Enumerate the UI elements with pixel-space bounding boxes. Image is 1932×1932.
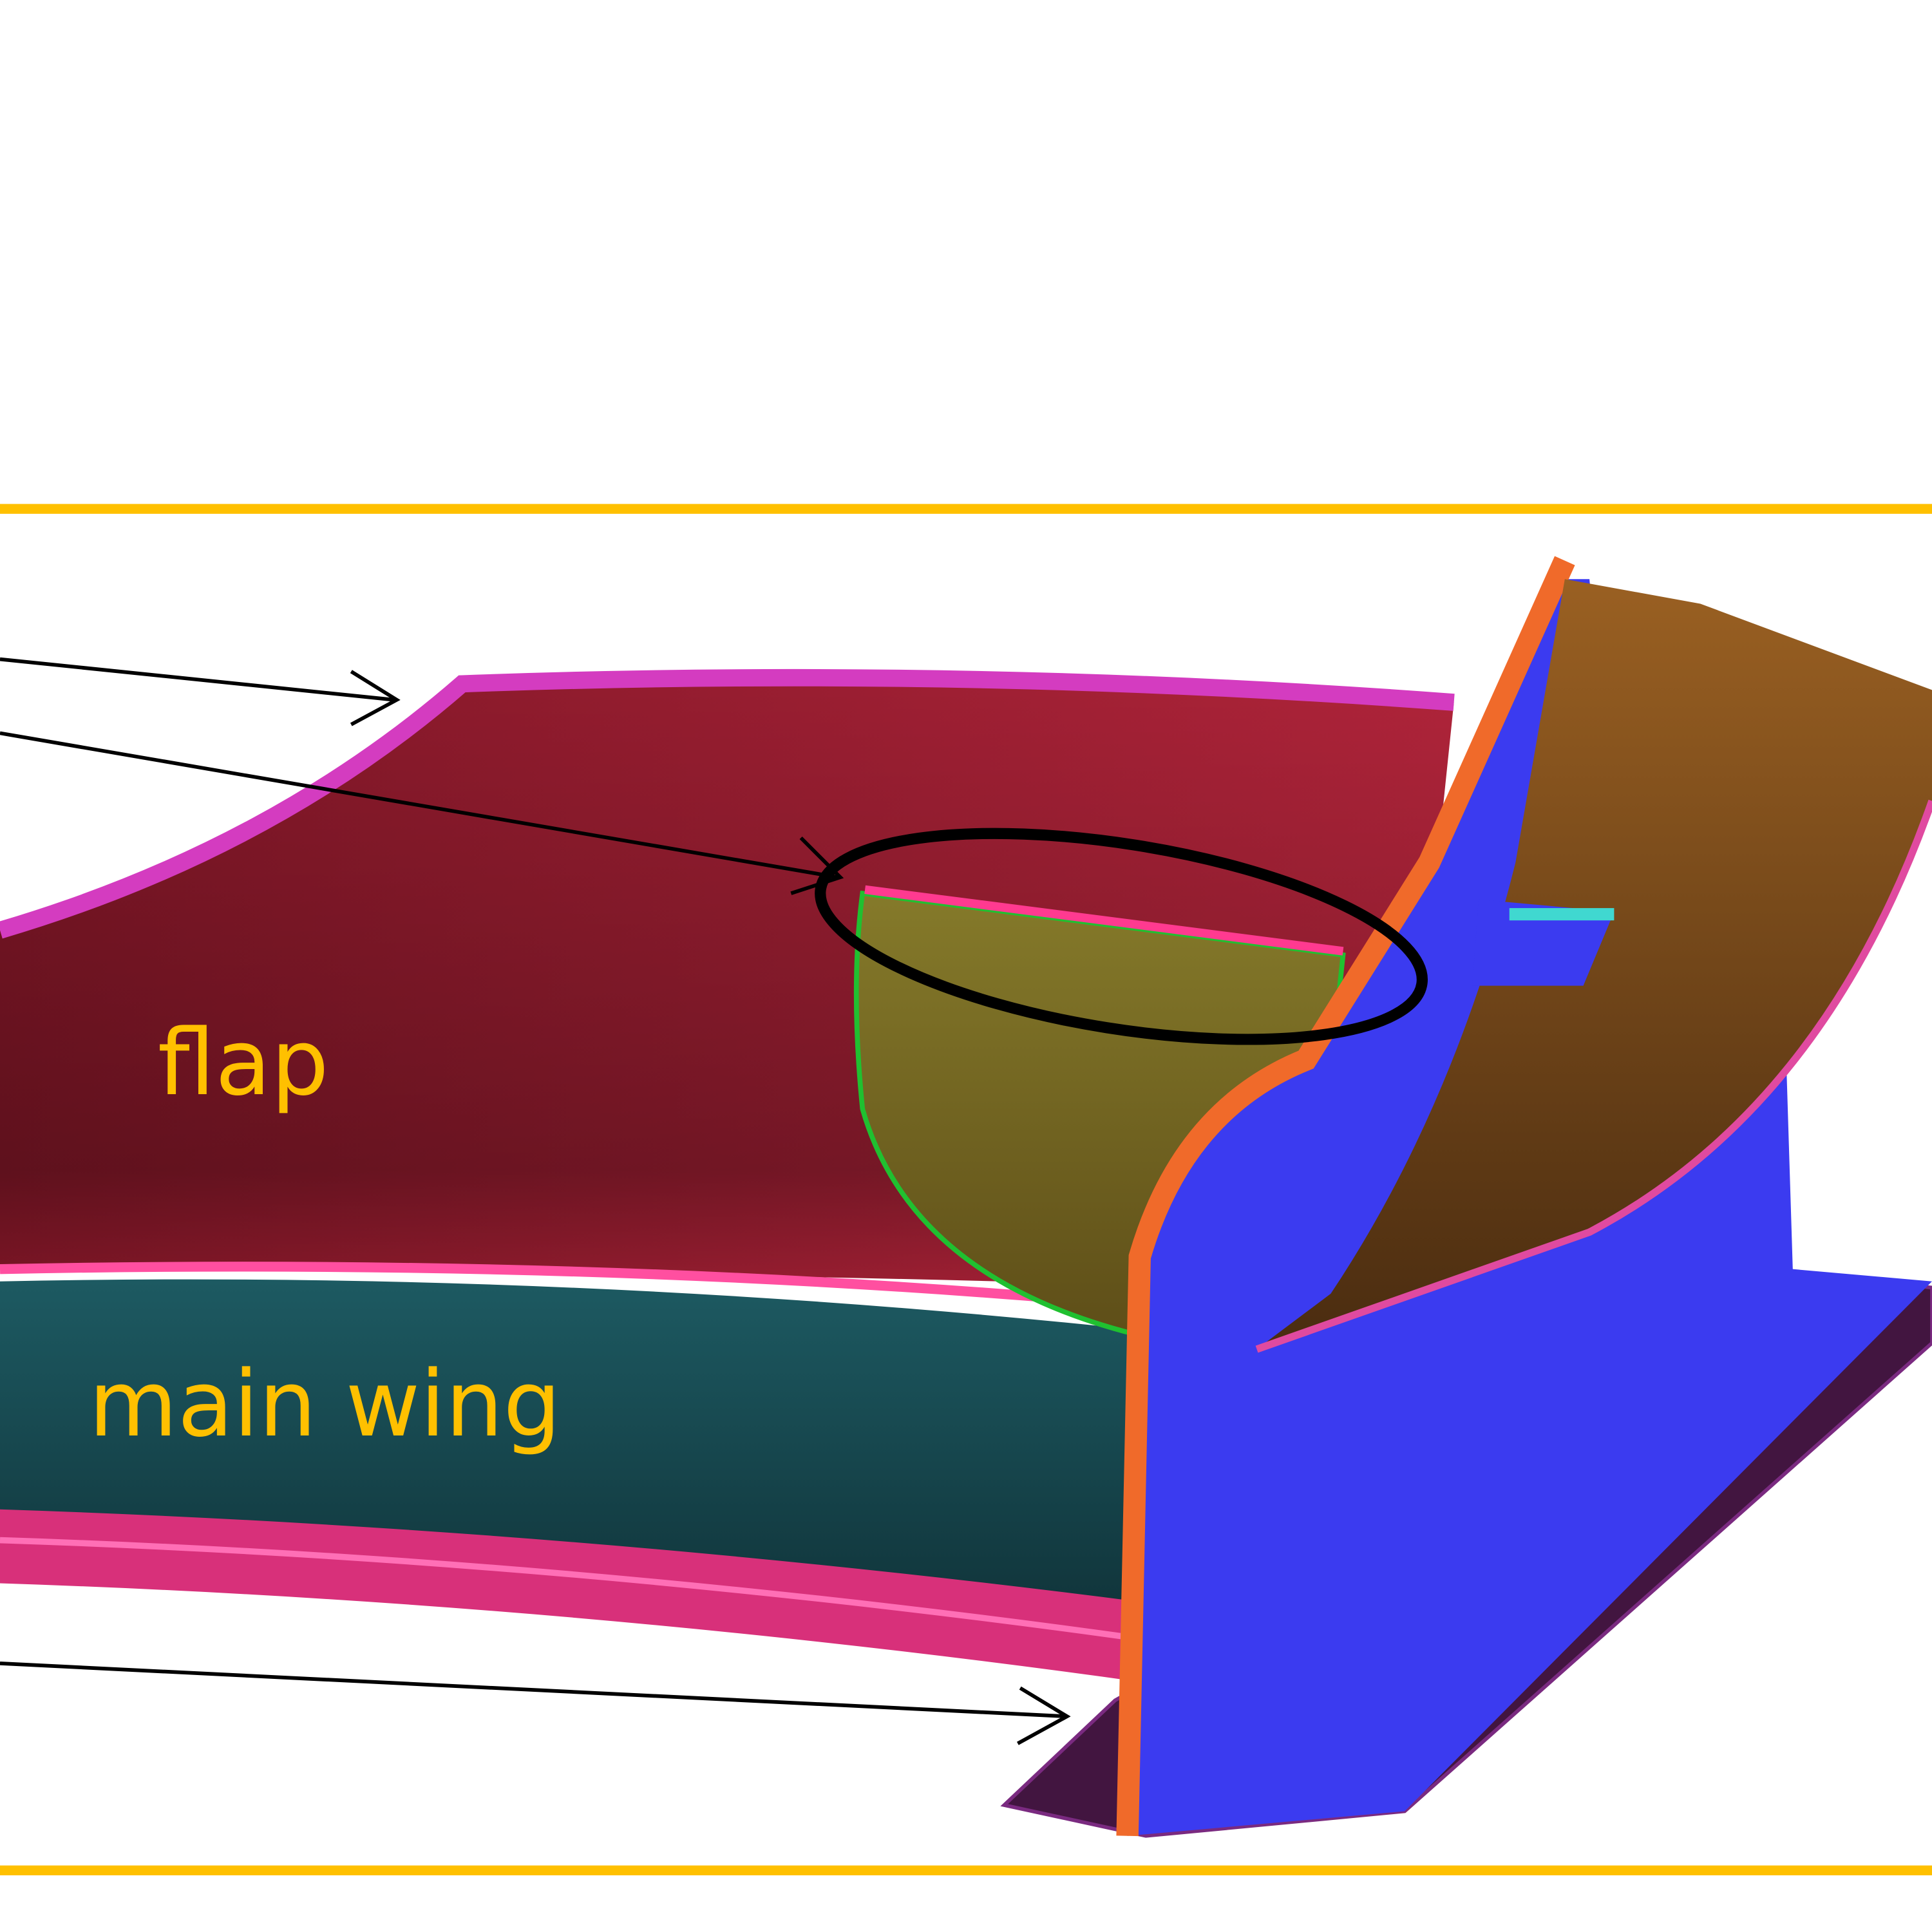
arrow-to-patch: [0, 731, 838, 880]
main-wing-label: main wing: [89, 1352, 561, 1457]
arrowhead-icon: [790, 836, 844, 895]
flap-trailing-edge: [0, 1262, 1147, 1311]
endplate-front-edge: [1116, 556, 1575, 1837]
fin-slot: [1472, 899, 1615, 986]
flap-label: flap: [158, 1010, 329, 1116]
arrowhead-icon: [1016, 1686, 1071, 1745]
arrowhead-icon: [350, 670, 401, 726]
patch-edge-strip: [864, 885, 1344, 956]
arrow-to-base-plate: [0, 1662, 1066, 1719]
annotation-arrows: [0, 657, 1071, 1745]
main-wing-edge-highlight: [0, 1537, 1141, 1642]
frame-bottom-line: [0, 1865, 1932, 1875]
frame-top-line: [0, 504, 1932, 514]
flap-leading-edge: [0, 668, 1455, 939]
fin-slot-edge: [1509, 908, 1615, 921]
highlight-ellipse: [815, 828, 1428, 1045]
endplate-fin: [1256, 579, 1932, 1350]
arrow-to-flap-leading-edge: [0, 657, 395, 702]
fin-edge: [1255, 799, 1932, 1353]
